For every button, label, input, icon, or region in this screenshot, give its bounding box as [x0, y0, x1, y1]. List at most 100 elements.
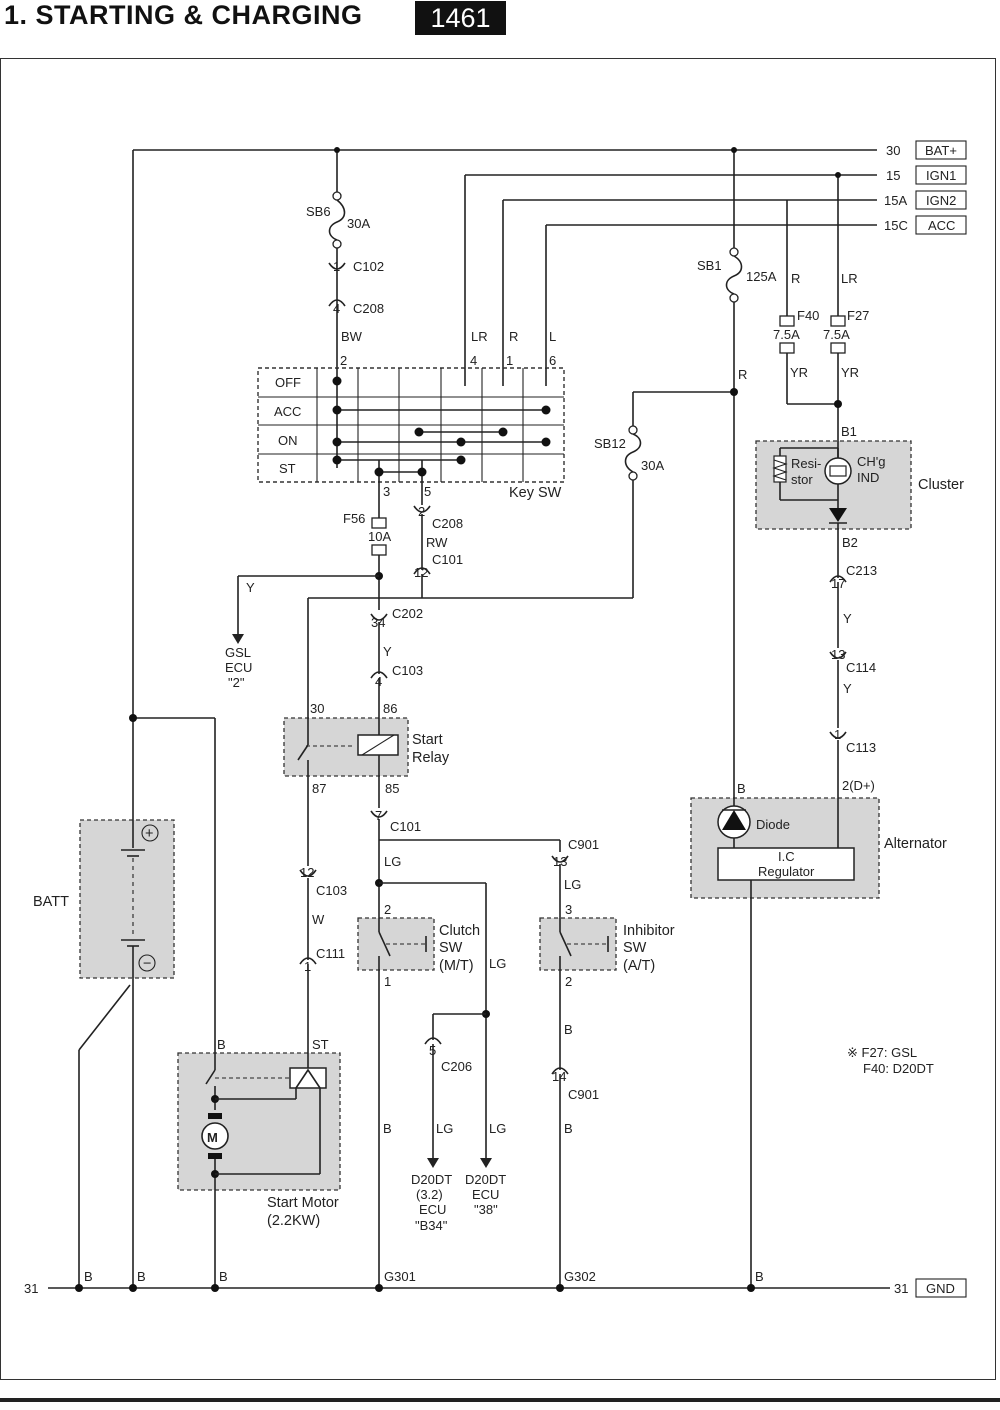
key-pin-1: 1 — [506, 353, 513, 368]
c103-bottom-pin: 12 — [300, 865, 314, 880]
bus-labels: 30 BAT+ 15 IGN1 15A IGN2 15C ACC 31 31 G… — [24, 140, 967, 1298]
c113-pin: 1 — [834, 727, 841, 742]
ground-b-2: B — [137, 1269, 146, 1284]
sb1-rating: 125A — [746, 269, 777, 284]
sb6-rating: 30A — [347, 216, 370, 231]
cluster-pin-b1: B1 — [841, 424, 857, 439]
ground-31-right: 31 — [894, 1281, 908, 1296]
key-switch-grid — [257, 367, 565, 483]
key-pin-6: 6 — [549, 353, 556, 368]
ecu-38-line3: "38" — [474, 1202, 498, 1217]
bus-ign1-label: IGN1 — [926, 168, 956, 183]
gsl-ecu-line1: GSL — [225, 645, 251, 660]
wire-lg-5: LG — [489, 1121, 506, 1136]
c101-bottom-label: C101 — [390, 819, 421, 834]
st-wire — [299, 776, 317, 1060]
wire-yr-2: YR — [841, 365, 859, 380]
ecu-38-line1: D20DT — [465, 1172, 506, 1187]
start-relay-label-1: Start — [412, 732, 443, 748]
ground-g302: G302 — [564, 1269, 596, 1284]
clutch-pin-1: 1 — [384, 974, 391, 989]
bus-ign2-label: IGN2 — [926, 193, 956, 208]
lg-distribution-wires — [370, 776, 569, 1168]
c208-pin2: 2 — [418, 504, 425, 519]
bus-15-num: 15 — [886, 168, 900, 183]
cluster-symbol — [772, 447, 852, 578]
sb1-fuse-and-wire — [725, 150, 743, 808]
clutch-switch-symbol — [378, 918, 427, 1288]
wire-r-f40: R — [791, 271, 800, 286]
page-title: 1. STARTING & CHARGING — [4, 0, 363, 30]
inhibitor-label-2: SW — [623, 940, 647, 956]
page-number-badge: 1461 — [415, 1, 506, 35]
wire-b-clutch: B — [383, 1121, 392, 1136]
alt-pin-b: B — [737, 781, 746, 796]
ecu-b34-line3: ECU — [419, 1202, 446, 1217]
wire-y-gsl: Y — [246, 580, 255, 595]
c111-pin: 1 — [304, 959, 311, 974]
ground-31-left: 31 — [24, 1281, 38, 1296]
ecu-b34-line2: (3.2) — [416, 1187, 443, 1202]
f40-rating: 7.5A — [773, 327, 800, 342]
c901-bottom-label: C901 — [568, 1087, 599, 1102]
c113-label: C113 — [846, 740, 876, 755]
alt-regulator-1: I.C — [778, 849, 795, 864]
relay-pin-86: 86 — [383, 701, 397, 716]
wire-lg-1: LG — [384, 854, 401, 869]
wire-lr-f27: LR — [841, 271, 858, 286]
bus-acc-label: ACC — [928, 218, 955, 233]
rw-branch-wires — [308, 482, 633, 599]
ground-b-4: B — [755, 1269, 764, 1284]
c206-label: C206 — [441, 1059, 472, 1074]
ecu-b34-line4: "B34" — [415, 1218, 448, 1233]
dplus-wire — [829, 575, 847, 848]
key-pin-3: 3 — [383, 484, 390, 499]
note-f27: ※ F27: GSL — [847, 1045, 917, 1060]
relay-pin-30: 30 — [310, 701, 324, 716]
wire-b-inhibitor-2: B — [564, 1121, 573, 1136]
motor-m-icon: M — [207, 1130, 218, 1145]
inhibitor-switch-symbol — [551, 918, 609, 1288]
c114-label: C114 — [846, 660, 876, 675]
alternator-symbol — [717, 805, 855, 1288]
f40-label: F40 — [797, 308, 819, 323]
clutch-label-1: Clutch — [439, 923, 480, 939]
battery-symbol: + − — [121, 824, 159, 978]
key-pos-on: ON — [278, 433, 298, 448]
clutch-label-3: (M/T) — [439, 958, 474, 974]
key-pin-2: 2 — [340, 353, 347, 368]
wire-r-sb1: R — [738, 367, 747, 382]
svg-text:4: 4 — [333, 301, 340, 316]
note-f40: F40: D20DT — [863, 1061, 934, 1076]
sb12-rating: 30A — [641, 458, 664, 473]
clutch-pin-2: 2 — [384, 902, 391, 917]
c103-top-pin: 4 — [375, 674, 382, 689]
wire-r-key: R — [509, 329, 518, 344]
svg-text:C208: C208 — [353, 301, 384, 316]
cluster-ind-2: IND — [857, 470, 879, 485]
sb12-label: SB12 — [594, 436, 626, 451]
cluster-ind-1: CH'g — [857, 454, 886, 469]
wire-yr-1: YR — [790, 365, 808, 380]
bottom-rule — [0, 1398, 1000, 1402]
start-relay-symbol — [297, 734, 399, 776]
f27-rating: 7.5A — [823, 327, 850, 342]
c202-label: C202 — [392, 606, 423, 621]
key-switch-label: Key SW — [509, 485, 562, 501]
c103-bottom-label: C103 — [316, 883, 347, 898]
motor-pin-st: ST — [312, 1037, 329, 1052]
c901-top-label: C901 — [568, 837, 599, 852]
wire-lg-2: LG — [564, 877, 581, 892]
cluster-resistor-1: Resi- — [791, 456, 821, 471]
svg-text:1: 1 — [333, 259, 340, 274]
c901-pin13: 13 — [553, 854, 567, 869]
f56-rating: 10A — [368, 529, 391, 544]
wire-lr-key: LR — [471, 329, 488, 344]
bus-15c-num: 15C — [884, 218, 908, 233]
c202-pin: 34 — [371, 615, 385, 630]
c101-top-label: C101 — [432, 552, 463, 567]
c206-pin: 5 — [429, 1043, 436, 1058]
c901-pin14: 14 — [552, 1069, 566, 1084]
wire-rw: RW — [426, 535, 448, 550]
